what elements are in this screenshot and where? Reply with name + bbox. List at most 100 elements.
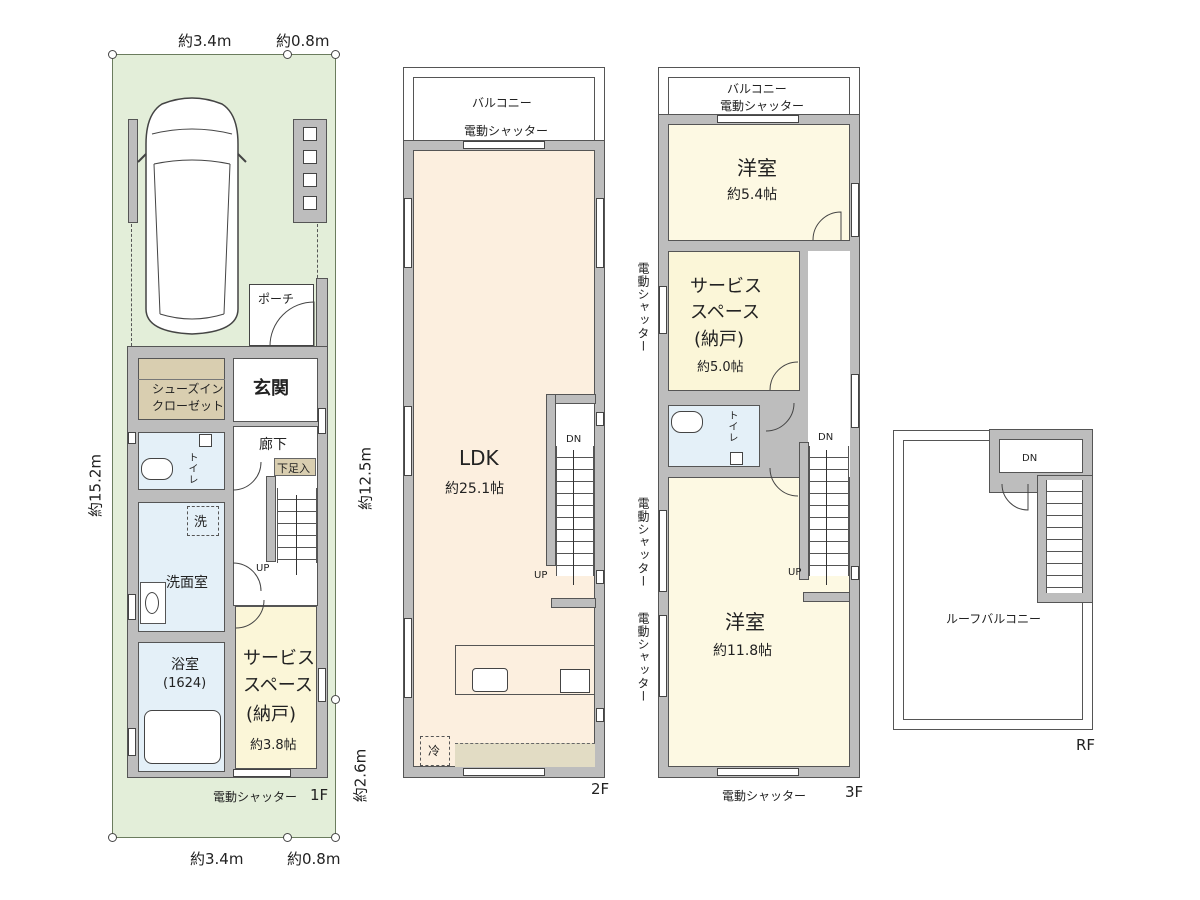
shoe-box [274, 458, 316, 476]
service-space-3f [668, 251, 800, 391]
2f-stair-wall [551, 598, 596, 608]
window[interactable] [851, 183, 859, 237]
service-3f-label-1: サービス [690, 276, 762, 297]
car-icon [137, 97, 247, 335]
room1-label: 洋室 [737, 156, 777, 180]
2f-balcony-outline [403, 67, 605, 147]
floor-label-1f: 1F [310, 786, 329, 804]
kitchen-sink-icon [472, 668, 508, 692]
2f-staircase[interactable] [556, 446, 594, 576]
washer-label: 洗 [194, 515, 208, 530]
door-swing-icon[interactable] [232, 461, 263, 492]
window[interactable] [659, 510, 667, 592]
shoe-closet-label-1: シューズイン [152, 382, 224, 396]
window[interactable] [318, 668, 326, 702]
2f-balcony-shutter-label: 電動シャッター [464, 124, 549, 138]
site-corner-marker [283, 50, 292, 59]
service-1f-label-1: サービス [243, 648, 315, 669]
closet-shelf-line [138, 379, 225, 380]
door-swing-icon[interactable] [232, 562, 263, 593]
window[interactable] [659, 615, 667, 697]
dim-bottom-main: 約3.4m [190, 850, 244, 868]
door-swing-icon[interactable] [235, 599, 266, 630]
2f-stair-dn-label: DN [566, 434, 582, 445]
stair-arrow [826, 450, 827, 585]
shoe-closet-label-2: クローゼット [152, 399, 225, 413]
window[interactable] [404, 618, 412, 698]
parking-fence-left [128, 119, 138, 223]
stove-icon [560, 669, 590, 693]
dim-top-side: 約0.8m [276, 32, 330, 50]
room2-size: 約11.8帖 [713, 643, 773, 659]
3f-side-shutter-3: 電動シャッター [636, 612, 650, 703]
door-swing-icon[interactable] [769, 361, 800, 392]
post-panel [303, 127, 317, 141]
1f-staircase[interactable] [277, 488, 317, 563]
fridge-space [420, 736, 450, 766]
washer-space [187, 506, 219, 536]
paper-holder-icon [730, 452, 743, 465]
3f-toilet-label: トイレ [726, 410, 737, 443]
window[interactable] [128, 432, 136, 444]
toilet-3f [668, 405, 760, 467]
dim-depth-total: 約15.2m [86, 454, 105, 518]
window[interactable] [596, 198, 604, 268]
stair-arrow-up [296, 495, 297, 575]
site-corner-marker [331, 50, 340, 59]
window[interactable] [596, 570, 604, 584]
porch-wall [316, 278, 328, 348]
parking-guide-line [131, 224, 132, 346]
window[interactable] [318, 408, 326, 434]
roof-stair-landing [999, 439, 1083, 473]
shoe-box-label: 下足入 [277, 462, 310, 475]
3f-stair-dn-label: DN [818, 432, 834, 443]
window[interactable] [659, 286, 667, 334]
toilet-icon [671, 411, 703, 433]
hallway-label: 廊下 [259, 437, 287, 453]
back-counter [455, 743, 595, 767]
3f-stair-wall [799, 442, 809, 580]
door-swing-icon[interactable] [769, 467, 800, 498]
window[interactable] [596, 412, 604, 426]
roof-stair-dn-label: DN [1022, 453, 1038, 464]
service-space-1f [235, 606, 317, 769]
door-swing-icon[interactable] [812, 211, 843, 242]
service-3f-label-3: (納戸) [694, 329, 745, 350]
service-1f-size: 約3.8帖 [250, 738, 297, 753]
dim-depth-building: 約12.5m [356, 447, 375, 511]
door-swing-icon[interactable] [268, 300, 316, 348]
site-corner-marker [331, 833, 340, 842]
bathtub-icon [144, 710, 221, 764]
window[interactable] [717, 768, 799, 776]
floor-label-2f: 2F [591, 780, 610, 798]
window[interactable] [851, 566, 859, 580]
entrance-label: 玄関 [253, 378, 289, 399]
toilet-icon [141, 458, 173, 480]
window[interactable] [128, 594, 136, 620]
window[interactable] [128, 728, 136, 756]
window[interactable] [463, 141, 545, 149]
window[interactable] [596, 708, 604, 722]
3f-staircase[interactable] [809, 446, 849, 576]
window[interactable] [404, 406, 412, 476]
window[interactable] [404, 198, 412, 268]
roof-staircase[interactable] [1046, 480, 1083, 593]
window[interactable] [463, 768, 545, 776]
porch-label: ポーチ [258, 292, 295, 306]
room2-label: 洋室 [725, 610, 765, 634]
post-panel [303, 150, 317, 164]
shoe-in-closet [138, 358, 225, 420]
window[interactable] [851, 374, 859, 428]
door-swing-icon[interactable] [765, 402, 796, 433]
stair-wall [266, 476, 276, 562]
site-corner-marker [283, 833, 292, 842]
entrance [233, 358, 318, 422]
post-panel [303, 196, 317, 210]
service-1f-label-3: (納戸) [246, 704, 297, 725]
room1-size: 約5.4帖 [727, 187, 778, 203]
door-swing-icon[interactable] [1001, 483, 1030, 512]
window[interactable] [717, 115, 799, 123]
window[interactable] [233, 769, 291, 777]
dim-depth-front: 約2.6m [351, 748, 370, 803]
fridge-label: 冷 [428, 744, 441, 758]
